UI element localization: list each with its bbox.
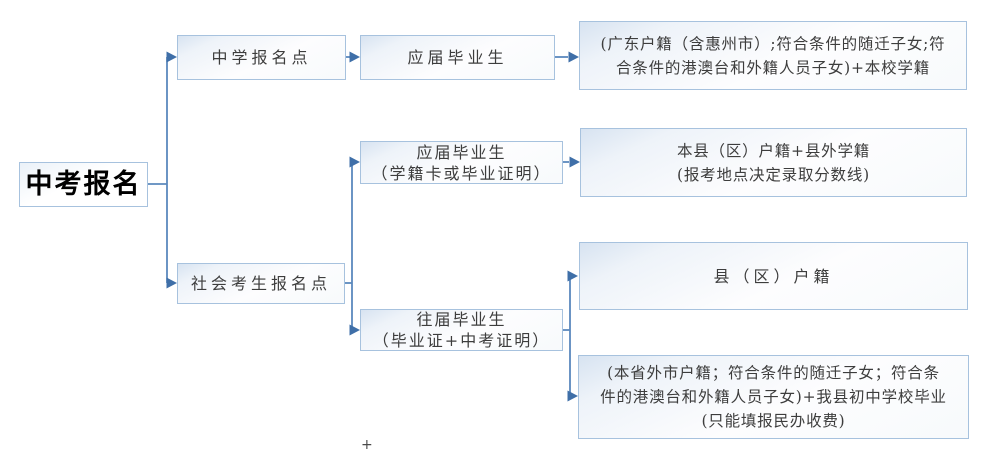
node-social-site: 社会考生报名点 — [177, 263, 345, 304]
node-former-result-other-line1: (本省外市户籍；符合条件的随迁子女；符合条 — [607, 364, 940, 382]
node-social-current-result-line1: 本县（区）户籍+县外学籍 — [676, 141, 871, 160]
node-school-site-label: 中学报名点 — [211, 48, 312, 67]
node-exam-registration: 中考报名 — [19, 162, 148, 207]
connector-former-to-results — [563, 270, 578, 402]
node-social-former-grad-line1: 往届毕业生 — [416, 310, 507, 329]
node-school-result-line2: 合条件的港澳台和外籍人员子女)+本校学籍 — [615, 58, 931, 77]
node-social-former-grad-line2: （毕业证+中考证明） — [372, 331, 551, 350]
node-exam-registration-label: 中考报名 — [25, 169, 142, 200]
node-social-current-grad-line1: 应届毕业生 — [416, 142, 507, 162]
node-social-current-result-line2: (报考地点决定录取分数线) — [677, 165, 870, 184]
connector-schoolsite-to-grad — [346, 51, 360, 63]
connector-grad-to-result — [555, 51, 579, 63]
node-former-result-other: (本省外市户籍；符合条件的随迁子女；符合条 件的港澳台和外籍人员子女)+我县初中… — [578, 355, 969, 439]
node-school-result-line1: (广东户籍（含惠州市）;符合条件的随迁子女;符 — [600, 34, 946, 53]
node-former-result-local: 县（区）户籍 — [579, 242, 968, 310]
connector-socialgrad-to-result — [563, 156, 580, 168]
node-social-current-grad: 应届毕业生 （学籍卡或毕业证明） — [360, 141, 563, 184]
node-school-current-grad: 应届毕业生 — [360, 35, 555, 80]
node-social-site-label: 社会考生报名点 — [190, 274, 331, 293]
node-school-current-grad-label: 应届毕业生 — [407, 48, 508, 67]
node-social-current-result: 本县（区）户籍+县外学籍 (报考地点决定录取分数线) — [580, 128, 967, 197]
node-former-result-local-label: 县（区）户籍 — [713, 266, 834, 286]
connector-social-to-children — [345, 156, 360, 336]
node-former-result-other-line2: 件的港澳台和外籍人员子女)+我县初中学校毕业 — [600, 388, 947, 406]
node-social-former-grad: 往届毕业生 （毕业证+中考证明） — [360, 309, 563, 351]
cursor-plus-mark: + — [361, 437, 373, 453]
connector-root-to-branches — [148, 51, 177, 289]
node-school-site: 中学报名点 — [177, 35, 346, 80]
node-social-current-grad-line2: （学籍卡或毕业证明） — [371, 163, 552, 183]
node-former-result-other-line3: (只能填报民办收费) — [701, 412, 846, 430]
node-school-result: (广东户籍（含惠州市）;符合条件的随迁子女;符 合条件的港澳台和外籍人员子女)+… — [579, 21, 967, 90]
